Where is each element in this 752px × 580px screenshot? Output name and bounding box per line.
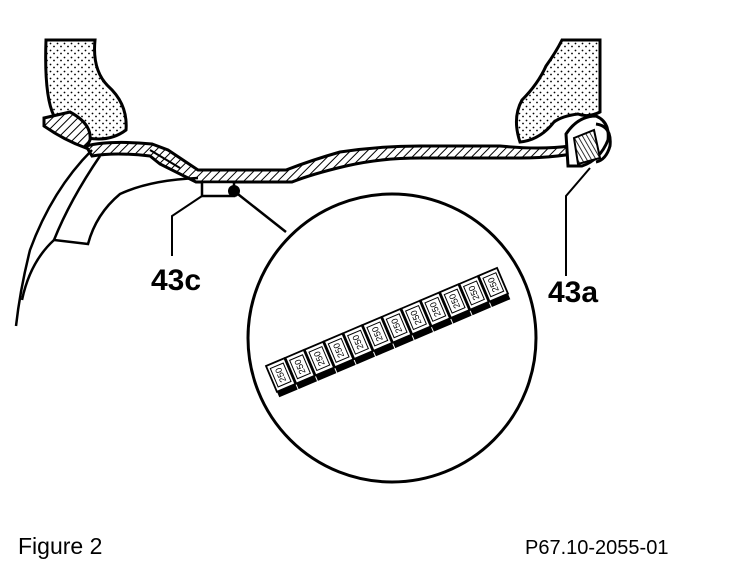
wheel-disc-lower xyxy=(20,239,55,301)
weight-segment: 250 xyxy=(284,348,318,390)
wheel-disc-outer xyxy=(14,149,93,327)
weight-segment: 250 xyxy=(380,307,414,349)
callout-43a: 43a xyxy=(548,276,598,309)
weight-segment: 250 xyxy=(458,274,492,316)
weight-segment: 250 xyxy=(400,299,434,340)
wheel-disc-inner xyxy=(52,155,199,246)
weight-segment: 250 xyxy=(303,340,337,381)
leader-43a xyxy=(565,167,591,276)
clip-spring xyxy=(595,122,612,164)
clip-weight-43a xyxy=(572,128,602,166)
right-tire xyxy=(515,38,602,144)
weight-segment: 250 xyxy=(264,357,298,398)
leader-43c xyxy=(171,195,203,256)
weight-segment: 250 xyxy=(322,332,356,373)
weight-segment: 250 xyxy=(477,266,511,308)
weight-segment: 250 xyxy=(419,291,453,332)
callout-43c: 43c xyxy=(151,264,201,297)
leader-detail xyxy=(233,190,287,233)
figure-caption: Figure 2 xyxy=(18,533,103,559)
wheel-disc-brace xyxy=(149,149,181,169)
reference-number: P67.10-2055-01 xyxy=(525,537,669,559)
weight-segment: 250 xyxy=(438,283,472,324)
rim-profile xyxy=(83,138,593,184)
weight-segment: 250 xyxy=(361,315,395,357)
weight-segment: 250 xyxy=(342,324,376,365)
